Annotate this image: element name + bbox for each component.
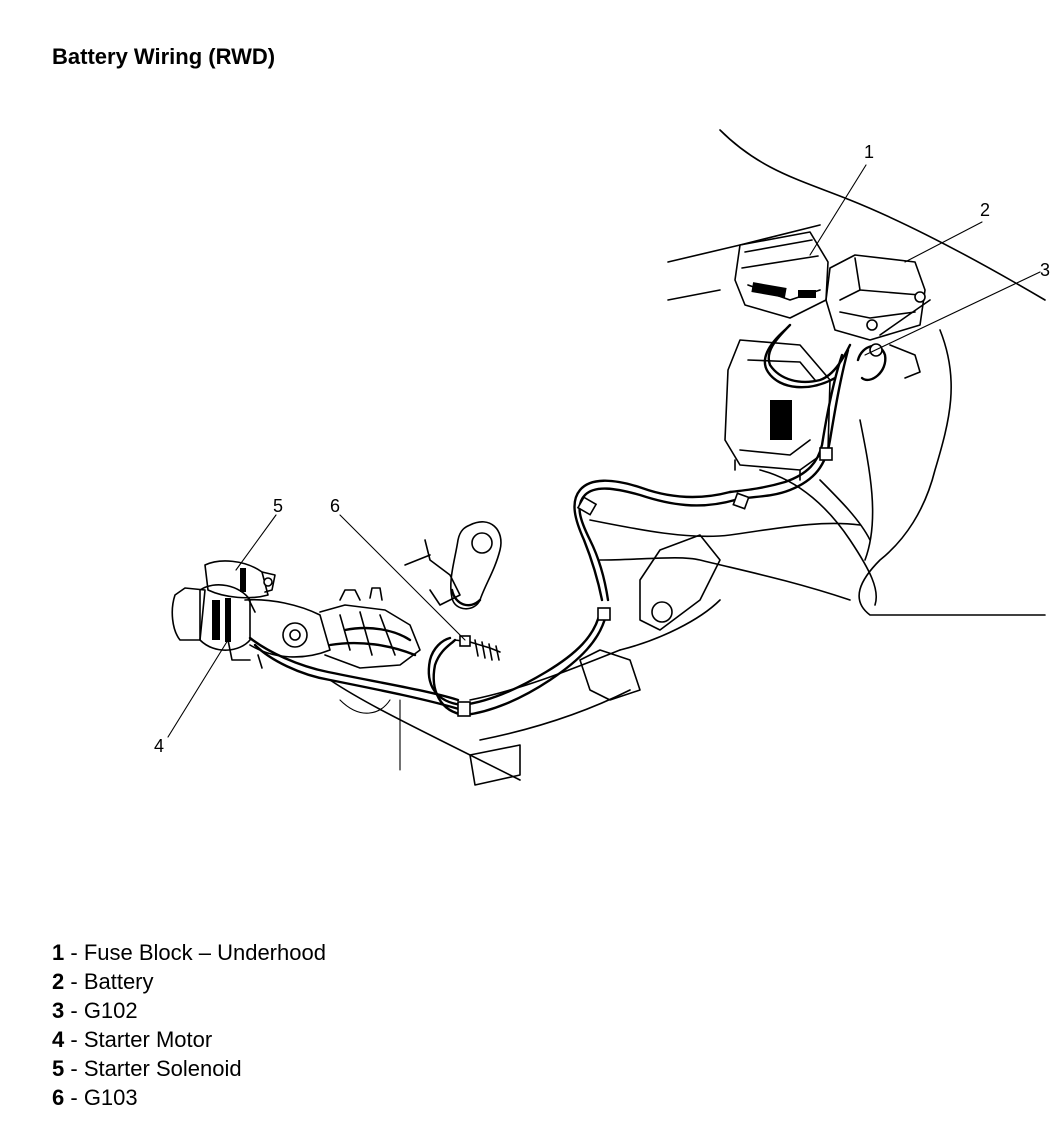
battery-cables [248,323,852,717]
engine-mount [404,521,502,610]
legend: 1 - Fuse Block – Underhood 2 - Battery 3… [52,938,326,1112]
transmission-detail [319,587,421,669]
callout-4: 4 [154,736,164,756]
starter-motor [171,584,331,669]
page-title: Battery Wiring (RWD) [52,44,276,69]
battery [825,254,926,341]
legend-item: 3 - G102 [52,998,138,1023]
fuse-block-underhood [734,231,829,319]
legend-item: 2 - Battery [52,969,154,994]
ground-g102 [856,299,931,381]
callout-3: 3 [1040,260,1050,280]
ground-g103 [454,635,501,661]
legend-item: 4 - Starter Motor [52,1027,213,1052]
callout-5: 5 [273,496,283,516]
callout-leaders [167,164,1041,738]
legend-item: 6 - G103 [52,1085,138,1110]
callout-1: 1 [864,142,874,162]
frame-rail [329,519,861,786]
legend-item: 1 - Fuse Block – Underhood [52,940,326,965]
callout-6: 6 [330,496,340,516]
battery-tray [724,339,831,481]
wiring-diagram: 1 2 3 4 5 6 [154,129,1050,786]
legend-item: 5 - Starter Solenoid [52,1056,242,1081]
starter-solenoid [204,560,276,613]
callout-2: 2 [980,200,990,220]
